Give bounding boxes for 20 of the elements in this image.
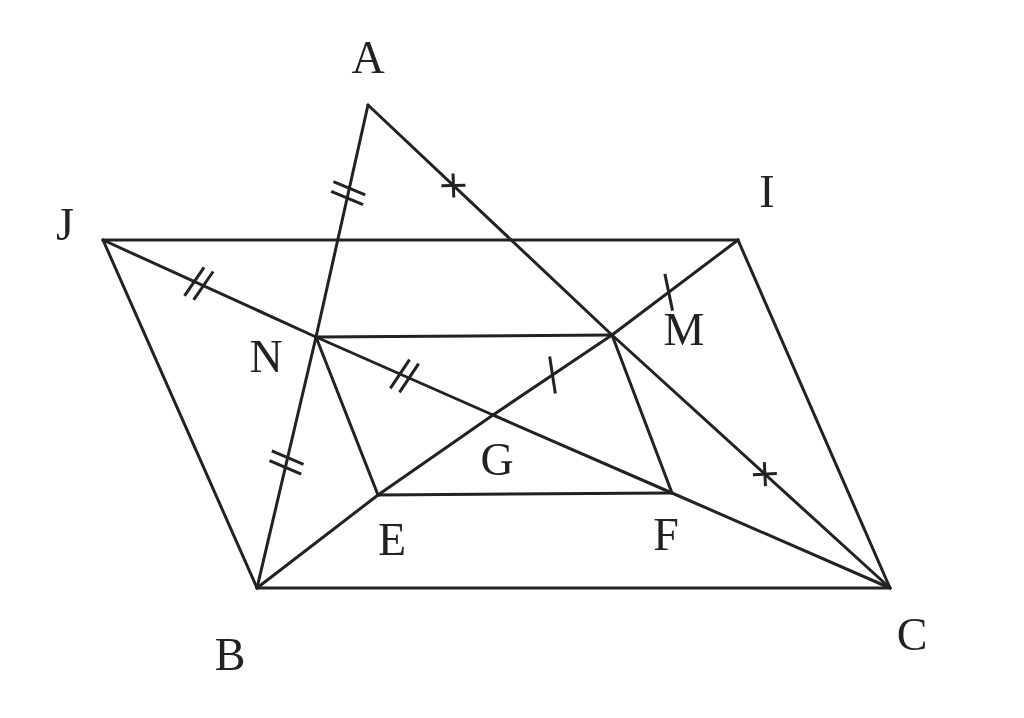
point-label: N bbox=[249, 334, 283, 380]
line-segment bbox=[736, 238, 892, 590]
point-label: E bbox=[377, 517, 407, 563]
point-label: A bbox=[351, 35, 385, 81]
line-segment bbox=[255, 586, 892, 590]
line-segment bbox=[255, 493, 380, 590]
point-label: C bbox=[896, 612, 928, 658]
line-segment bbox=[491, 333, 614, 417]
point-label: J bbox=[56, 202, 74, 248]
point-label: G bbox=[480, 437, 514, 483]
line-segment bbox=[376, 491, 674, 497]
line-segment bbox=[366, 103, 614, 337]
line-segment bbox=[610, 238, 740, 337]
point-label: B bbox=[214, 632, 246, 678]
point-label: I bbox=[759, 169, 775, 215]
line-segment bbox=[101, 238, 259, 590]
line-segment bbox=[670, 491, 892, 590]
point-label: F bbox=[653, 512, 679, 558]
line-segment bbox=[101, 238, 318, 339]
point-label: M bbox=[663, 307, 705, 353]
